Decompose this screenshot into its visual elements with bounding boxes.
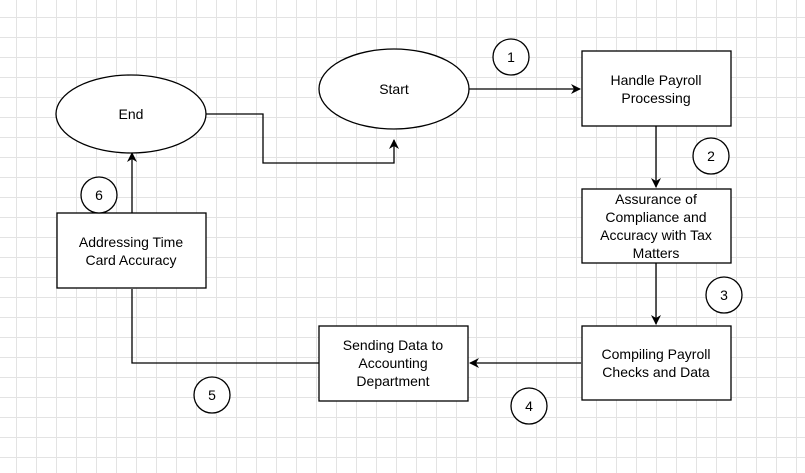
end-node[interactable]: End: [55, 74, 207, 154]
label-line: Assurance of: [615, 191, 697, 207]
connector-sending-to-timecard: [131, 289, 319, 364]
end-label: End: [119, 106, 144, 122]
connector-end-to-start: [206, 113, 399, 164]
label-line: Department: [356, 373, 429, 389]
step-marker-6: 6: [80, 176, 118, 214]
step-marker-5: 5: [193, 376, 231, 414]
step-number-1: 1: [507, 49, 515, 65]
start-node[interactable]: Start: [318, 48, 470, 130]
label-line: Checks and Data: [602, 364, 710, 380]
label-line: Processing: [621, 90, 690, 106]
step-marker-2: 2: [692, 137, 730, 175]
label-line: Compiling Payroll: [602, 346, 711, 362]
label-line: Card Accuracy: [85, 252, 176, 268]
label-line: Addressing Time: [79, 234, 183, 250]
label-line: Start: [379, 81, 409, 97]
step-marker-1: 1: [492, 38, 530, 76]
label-line: Accuracy with Tax: [600, 227, 712, 243]
label-line: Matters: [633, 245, 680, 261]
start-label: Start: [379, 81, 409, 97]
step-marker-3: 3: [705, 276, 743, 314]
step-number-5: 5: [208, 387, 216, 403]
label-line: Compliance and: [605, 209, 706, 225]
label-line: Sending Data to: [343, 337, 444, 353]
label-line: Accounting: [358, 355, 427, 371]
step-number-2: 2: [707, 148, 715, 164]
label-line: Handle Payroll: [610, 72, 701, 88]
label-line: End: [119, 106, 144, 122]
step-number-4: 4: [525, 398, 533, 414]
step-number-6: 6: [95, 187, 103, 203]
step-marker-4: 4: [510, 387, 548, 425]
step-number-3: 3: [720, 287, 728, 303]
